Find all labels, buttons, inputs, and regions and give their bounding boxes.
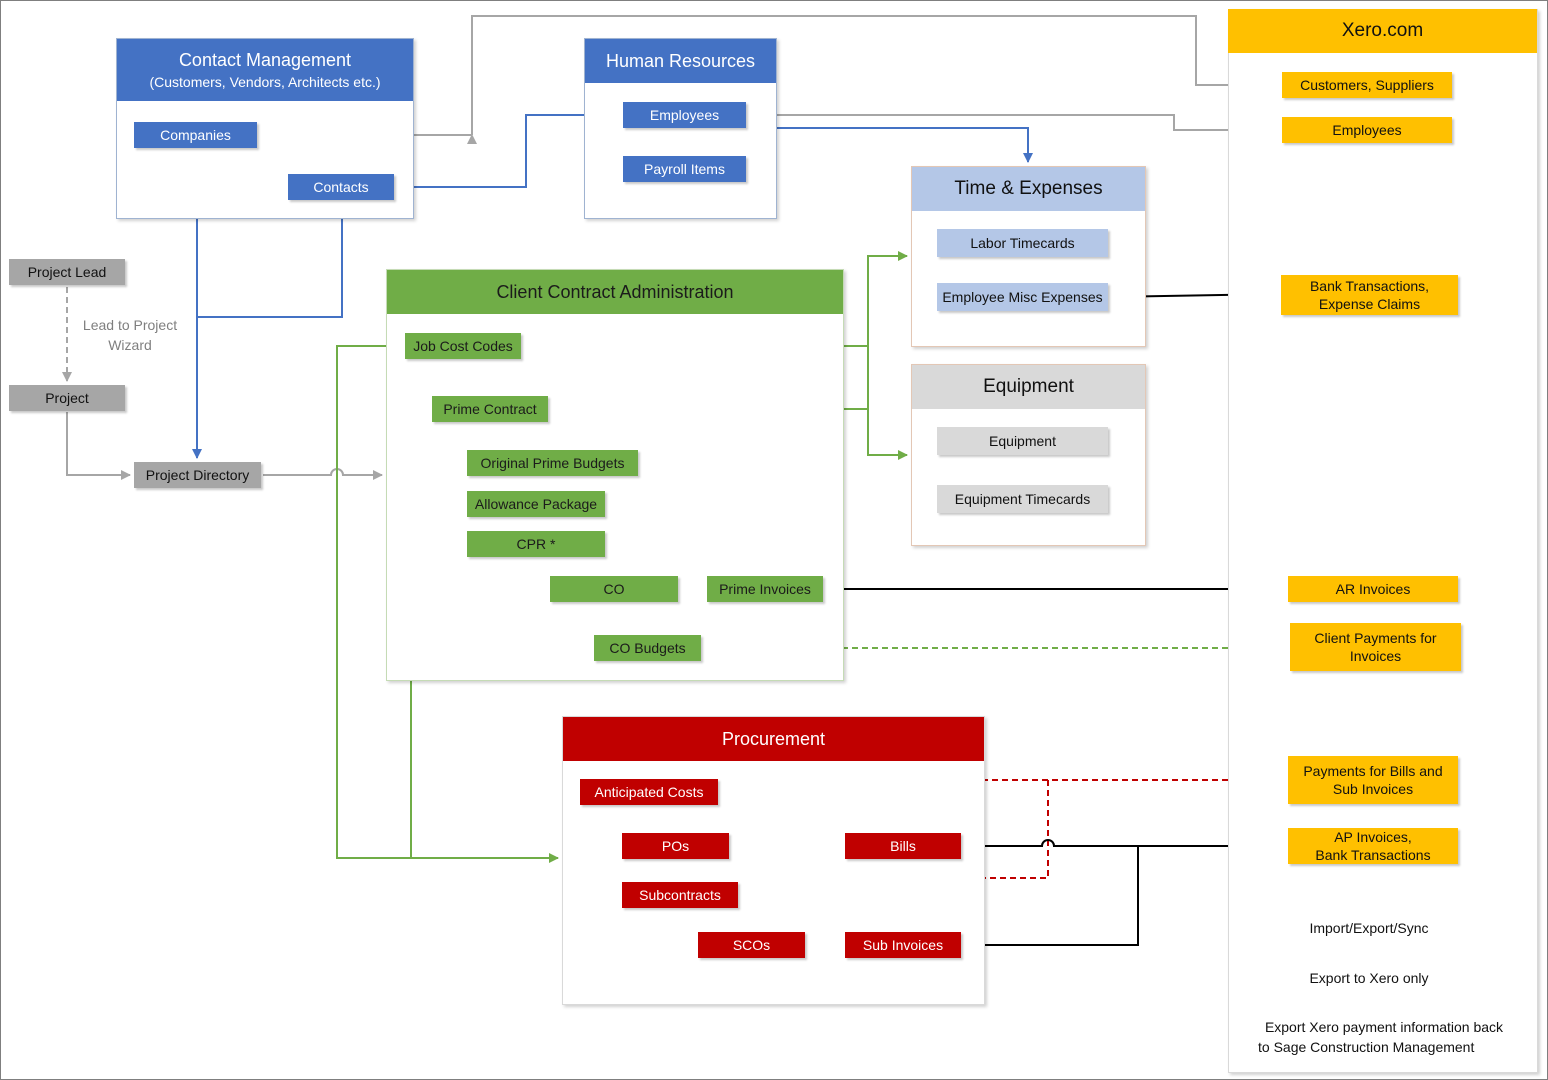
co-budgets-node: CO Budgets (594, 635, 701, 661)
project-to-directory-connector (66, 412, 131, 480)
equipment-node: Equipment (937, 427, 1108, 455)
allowance-package-node: Allowance Package (467, 491, 605, 517)
procurement-header: Procurement (563, 717, 984, 761)
employee-misc-expenses-node: Employee Misc Expenses (937, 283, 1108, 311)
time-expenses-header: Time & Expenses (912, 167, 1145, 211)
xero-panel (1228, 9, 1538, 1073)
co-node: CO (550, 576, 678, 602)
xero-title: Xero.com (1228, 9, 1537, 53)
prime-contract-node: Prime Contract (432, 396, 548, 422)
pos-node: POs (622, 833, 729, 859)
legend-payment-back-line2: to Sage Construction Management (1258, 1038, 1475, 1055)
contact-management-header: Contact Management (Customers, Vendors, … (117, 39, 413, 101)
client-contract-header: Client Contract Administration (387, 270, 843, 314)
sub-invoices-node: Sub Invoices (845, 932, 961, 958)
xero-client-payments-line2: Invoices (1349, 648, 1402, 664)
client-payments-back (800, 606, 1288, 649)
directory-to-contract-connector (263, 468, 383, 480)
xero-ar-invoices: AR Invoices (1288, 576, 1458, 602)
equipment-timecards-node: Equipment Timecards (937, 485, 1108, 513)
hr-employees-node: Employees (623, 102, 746, 128)
lead-to-project-wizard-label: Lead to Project Wizard (72, 315, 188, 356)
xero-ap-invoices-line2: Bank Transactions (1315, 847, 1431, 863)
xero-client-payments-line1: Client Payments for (1314, 629, 1437, 646)
xero-employees: Employees (1282, 117, 1452, 143)
xero-payments-bills-sub-invoices: Payments for Bills and Sub Invoices (1288, 756, 1458, 804)
anticipated-costs-node: Anticipated Costs (580, 779, 718, 805)
client-contract-title: Client Contract Administration (496, 281, 734, 302)
project-node: Project (9, 385, 125, 411)
legend-import-export-sync: Import/Export/Sync (1309, 920, 1429, 936)
subcontracts-node: Subcontracts (622, 882, 738, 908)
xero-ap-invoices-line1: AP Invoices, (1334, 828, 1412, 845)
equipment-panel: Equipment (911, 364, 1146, 546)
contacts-to-directory (197, 200, 343, 318)
legend-export-only: Export to Xero only (1309, 970, 1429, 986)
xero-client-payments: Client Payments for Invoices (1290, 623, 1461, 671)
equipment-title: Equipment (983, 376, 1074, 398)
xero-payments-bills-line1: Payments for Bills and (1303, 762, 1443, 779)
contacts-to-employees (395, 110, 620, 188)
companies-xero-sync (467, 15, 1279, 144)
wizard-label-line1: Lead to Project (82, 317, 178, 333)
contact-management-title: Contact Management (178, 50, 352, 71)
cpr-node: CPR * (467, 531, 605, 557)
xero-bank-line1: Bank Transactions, (1309, 277, 1430, 294)
bills-to-xero (962, 839, 1287, 852)
job-cost-codes-node: Job Cost Codes (405, 333, 521, 359)
legend-payment-back-line1: Export Xero payment information back (1264, 1019, 1504, 1035)
contacts-node: Contacts (288, 174, 394, 200)
legend-payment-back: Export Xero payment information back to … (1244, 1018, 1524, 1057)
procurement-title: Procurement (721, 728, 826, 749)
xero-ap-invoices-bank-transactions: AP Invoices, Bank Transactions (1288, 828, 1458, 864)
jobcost-to-procurement (336, 345, 559, 863)
original-prime-budgets-node: Original Prime Budgets (467, 450, 638, 476)
payroll-items-node: Payroll Items (623, 156, 746, 182)
equipment-header: Equipment (912, 365, 1145, 409)
human-resources-panel: Human Resources (584, 38, 777, 219)
time-expenses-title: Time & Expenses (954, 178, 1103, 200)
xero-customers-suppliers: Customers, Suppliers (1282, 72, 1452, 98)
companies-node: Companies (134, 122, 257, 148)
scos-node: SCOs (698, 932, 805, 958)
wizard-label-line2: Wizard (108, 337, 152, 354)
xero-payments-bills-line2: Sub Invoices (1332, 781, 1414, 797)
labor-timecards-node: Labor Timecards (937, 229, 1108, 257)
xero-bank-line2: Expense Claims (1318, 296, 1421, 312)
human-resources-header: Human Resources (585, 39, 776, 83)
project-directory-node: Project Directory (134, 462, 261, 488)
prime-invoices-node: Prime Invoices (707, 576, 823, 602)
procurement-panel: Procurement (562, 716, 985, 1005)
subinvoices-to-xero (962, 846, 1139, 946)
xero-bank-transactions-expense-claims: Bank Transactions, Expense Claims (1281, 275, 1458, 315)
project-lead-node: Project Lead (9, 259, 125, 285)
human-resources-title: Human Resources (605, 50, 756, 71)
employees-to-time-expenses (757, 114, 1033, 163)
bills-node: Bills (845, 833, 961, 859)
contact-management-subtitle: (Customers, Vendors, Architects etc.) (149, 73, 381, 90)
